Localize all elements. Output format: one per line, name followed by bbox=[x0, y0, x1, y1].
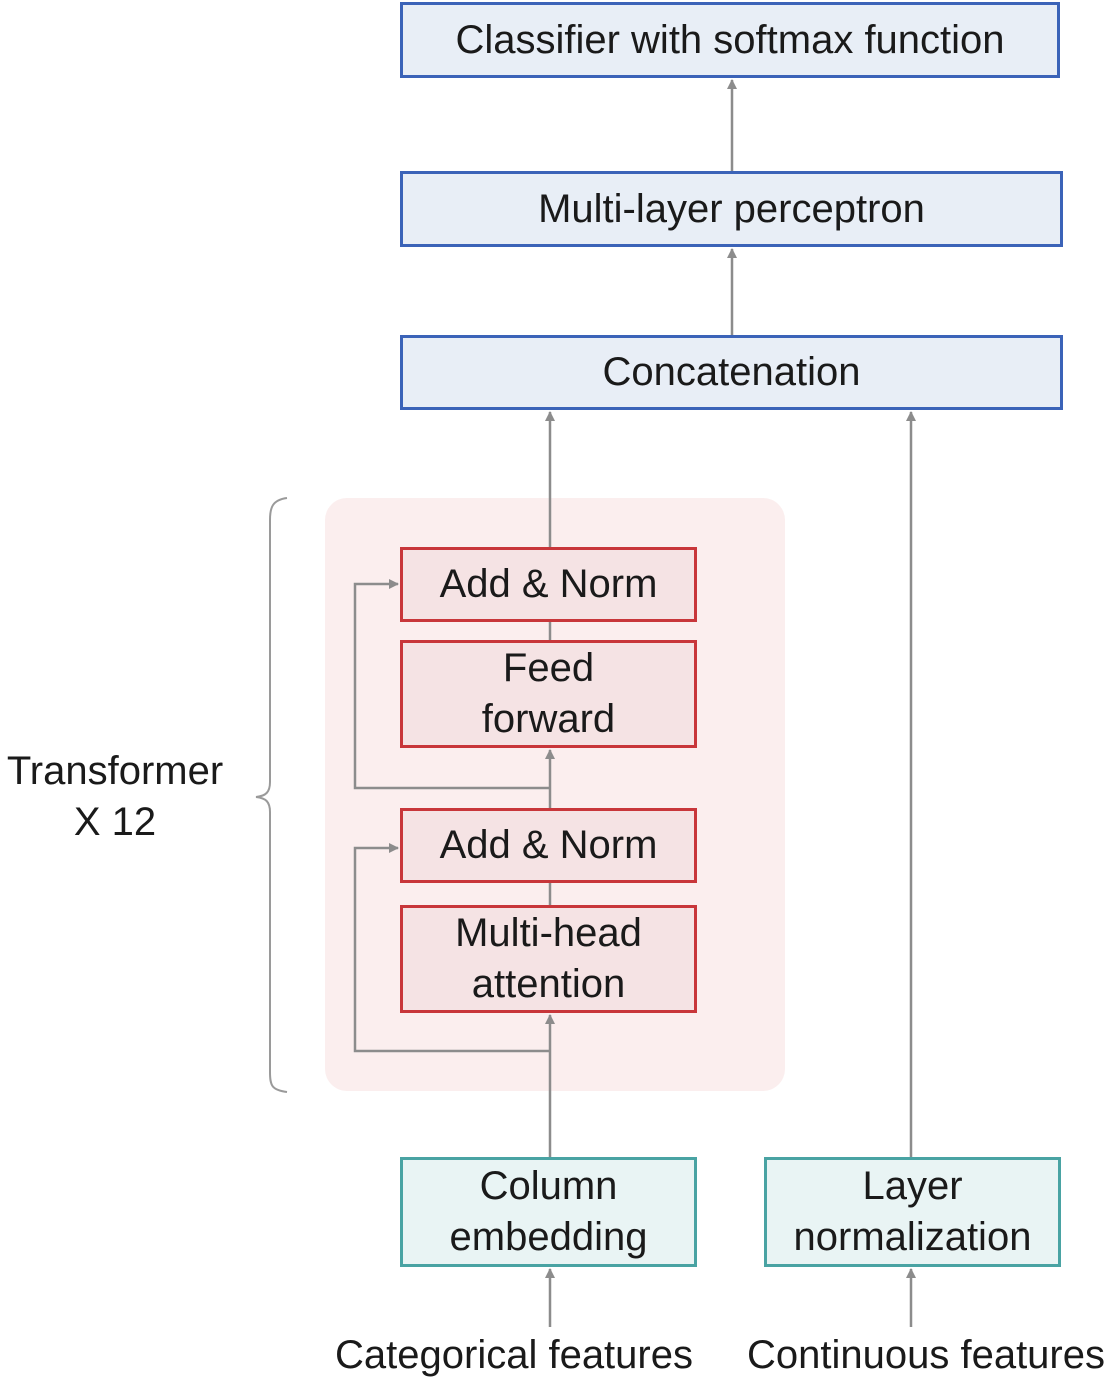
residual-connection-bottom bbox=[353, 843, 550, 1053]
transformer-label-line-1: Transformer bbox=[6, 749, 224, 793]
mlp-box: Multi-layer perceptron bbox=[400, 171, 1063, 247]
layer-normalization-box: Layer normalization bbox=[764, 1157, 1061, 1267]
categorical-features-label: Categorical features bbox=[335, 1333, 693, 1377]
feed-forward-line-2: forward bbox=[481, 697, 616, 741]
feed-forward-line-1: Feed bbox=[502, 646, 595, 690]
multi-head-attention-box: Multi-head attention bbox=[400, 905, 697, 1013]
transformer-brace bbox=[255, 497, 288, 1093]
continuous-features-label: Continuous features bbox=[746, 1333, 1105, 1377]
column-embedding-line-2: embedding bbox=[449, 1215, 648, 1259]
residual-connection-top bbox=[353, 579, 550, 790]
add-norm-bottom-label: Add & Norm bbox=[439, 823, 658, 867]
attention-line-2: attention bbox=[471, 962, 626, 1006]
feed-forward-box: Feed forward bbox=[400, 640, 697, 748]
classifier-box: Classifier with softmax function bbox=[400, 2, 1060, 78]
add-norm-top-box: Add & Norm bbox=[400, 547, 697, 622]
transformer-repeat-label: Transformer X 12 bbox=[0, 746, 230, 848]
concatenation-label: Concatenation bbox=[602, 350, 861, 394]
classifier-label: Classifier with softmax function bbox=[455, 17, 1005, 62]
attention-line-1: Multi-head bbox=[455, 911, 642, 955]
layer-norm-line-1: Layer bbox=[862, 1164, 963, 1208]
column-embedding-box: Column embedding bbox=[400, 1157, 697, 1267]
concatenation-box: Concatenation bbox=[400, 335, 1063, 410]
column-embedding-line-1: Column bbox=[479, 1164, 618, 1208]
layer-norm-line-2: normalization bbox=[793, 1215, 1032, 1259]
mlp-label: Multi-layer perceptron bbox=[538, 186, 925, 231]
add-norm-top-label: Add & Norm bbox=[439, 562, 658, 606]
transformer-label-line-2: X 12 bbox=[73, 800, 157, 844]
add-norm-bottom-box: Add & Norm bbox=[400, 808, 697, 883]
